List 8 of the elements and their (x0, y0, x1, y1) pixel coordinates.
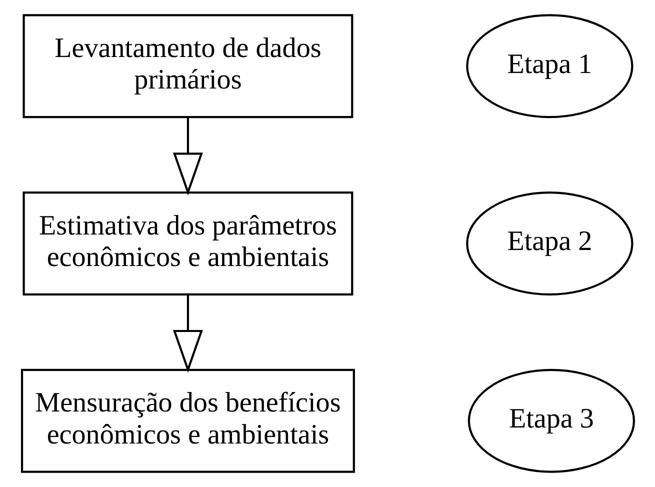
node-ellipse: Etapa 2 (466, 192, 633, 296)
node-ellipse: Etapa 1 (466, 14, 633, 118)
arrow (172, 294, 202, 373)
node-box: Mensuração dos benefícios econômicos e ambientais (20, 368, 354, 473)
arrow (172, 117, 202, 196)
node-ellipse: Etapa 3 (467, 368, 635, 473)
node-box: Levantamento de dados primários (22, 14, 353, 118)
node-box: Estimativa dos parâmetros econômicos e ambientais (22, 192, 353, 296)
